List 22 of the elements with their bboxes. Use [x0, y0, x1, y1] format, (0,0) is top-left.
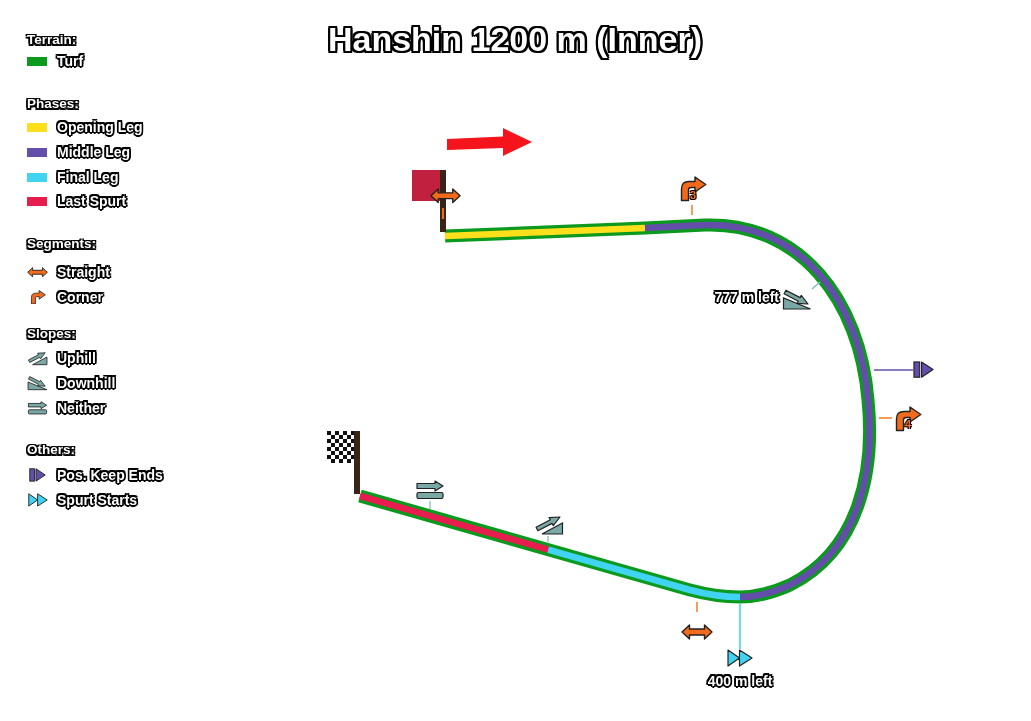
- legend-heading: Terrain:: [27, 32, 77, 48]
- legend-label: Pos. Keep Ends: [57, 466, 163, 484]
- legend-label: Final Leg: [57, 168, 119, 186]
- legend-label: Neither: [57, 399, 106, 417]
- legend-label: Spurt Starts: [57, 491, 138, 509]
- corner-number: 4: [904, 417, 912, 431]
- legend-label: Downhill: [57, 374, 116, 392]
- legend-label: Straight: [57, 263, 110, 281]
- distance-label: 777 m left: [714, 288, 779, 306]
- legend-label: Turf: [57, 52, 84, 70]
- corner-number: 3: [689, 188, 697, 202]
- legend-label: Middle Leg: [57, 143, 131, 161]
- legend-label: Uphill: [57, 349, 96, 367]
- legend-heading: Segments:: [27, 236, 97, 252]
- title: Hanshin 1200 m (Inner): [327, 20, 703, 60]
- distance-label: 400 m left: [707, 672, 773, 690]
- legend-heading: Others:: [27, 442, 75, 458]
- legend-label: Corner: [57, 288, 103, 306]
- legend-label: Last Spurt: [57, 192, 127, 210]
- legend-heading: Slopes:: [27, 326, 76, 342]
- legend-heading: Phases:: [27, 96, 79, 112]
- legend-label: Opening Leg: [57, 118, 143, 136]
